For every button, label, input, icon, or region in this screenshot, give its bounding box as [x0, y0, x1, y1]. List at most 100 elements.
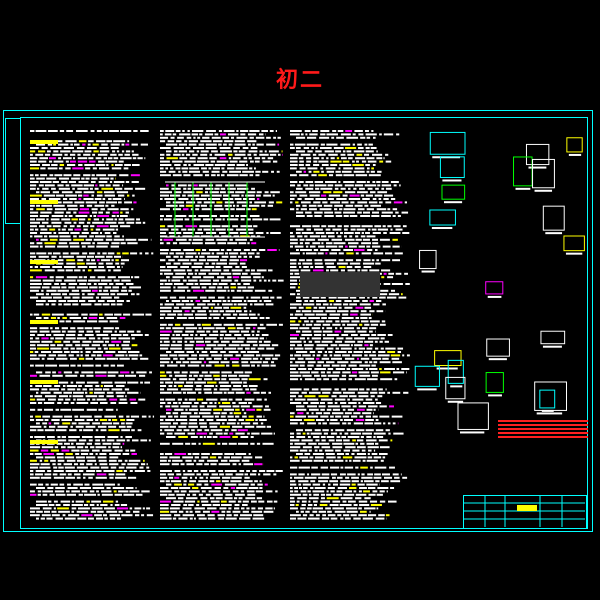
note-text	[210, 306, 214, 309]
note-text	[348, 187, 351, 190]
note-text	[35, 364, 44, 367]
note-text	[198, 259, 206, 262]
note-text	[301, 391, 307, 394]
note-text	[318, 160, 329, 163]
note-text	[348, 364, 357, 367]
note-text	[270, 191, 280, 194]
note-text	[188, 238, 192, 241]
note-text	[223, 391, 227, 394]
note-text	[204, 191, 208, 194]
detail-label	[515, 187, 531, 190]
note-text	[160, 323, 167, 326]
note-text	[344, 300, 352, 302]
note-text	[314, 449, 318, 452]
note-text	[263, 408, 271, 411]
note-text	[379, 238, 390, 241]
note-text	[355, 317, 360, 319]
note-text	[53, 422, 60, 425]
note-text	[94, 514, 102, 517]
note-text	[294, 272, 300, 275]
note-text	[36, 517, 39, 520]
note-text	[185, 408, 188, 411]
note-text	[235, 398, 243, 401]
note-text	[223, 337, 236, 340]
note-text	[127, 194, 130, 197]
note-text	[373, 412, 374, 415]
note-text	[377, 334, 386, 336]
note-text	[54, 283, 59, 285]
note-text	[36, 504, 48, 506]
note-text	[89, 313, 98, 316]
note-text	[212, 228, 215, 231]
note-text	[88, 337, 96, 340]
note-text	[129, 470, 133, 472]
note-text	[197, 398, 204, 401]
note-text	[192, 453, 200, 455]
note-text	[124, 187, 133, 190]
note-text	[300, 317, 307, 319]
note-text	[40, 238, 48, 241]
note-text	[266, 347, 275, 350]
note-text	[347, 269, 356, 272]
note-text	[219, 425, 230, 428]
note-text	[174, 351, 185, 353]
note-text	[380, 289, 389, 292]
note-text	[227, 276, 232, 279]
note-text	[212, 330, 219, 333]
note-text	[262, 361, 269, 364]
note-text	[334, 388, 339, 391]
note-text	[83, 191, 95, 194]
note-text	[83, 317, 88, 319]
note-text	[30, 242, 35, 245]
note-text	[166, 157, 178, 160]
note-text	[48, 235, 59, 238]
note-text	[250, 147, 258, 149]
note-text	[43, 194, 56, 197]
note-text	[74, 269, 81, 272]
note-text	[317, 238, 329, 241]
note-text	[236, 136, 248, 139]
note-text	[233, 249, 242, 251]
note-text	[225, 334, 232, 336]
note-text	[178, 150, 187, 153]
note-text	[201, 371, 208, 374]
note-text	[132, 510, 140, 513]
note-text	[116, 408, 118, 411]
note-text	[76, 225, 81, 228]
note-text	[149, 371, 152, 374]
note-text	[53, 466, 58, 469]
note-text	[108, 473, 115, 476]
note-text	[185, 303, 195, 306]
note-text	[30, 449, 39, 452]
note-text	[329, 303, 333, 306]
note-text	[188, 272, 194, 275]
note-text	[290, 283, 298, 285]
note-text	[118, 153, 123, 156]
note-text	[343, 493, 355, 496]
note-text	[376, 293, 388, 296]
note-text	[213, 374, 220, 377]
note-text	[322, 334, 326, 336]
note-text	[299, 371, 310, 374]
note-text	[298, 164, 304, 166]
note-text	[30, 347, 37, 350]
note-text	[160, 317, 164, 319]
note-text	[376, 436, 384, 438]
note-text	[61, 327, 68, 330]
note-text	[34, 228, 39, 231]
note-text	[78, 385, 82, 387]
detail-label	[536, 412, 563, 415]
note-text	[168, 415, 173, 418]
note-text	[36, 143, 46, 146]
note-text	[350, 361, 362, 364]
note-text	[160, 136, 169, 139]
note-text	[139, 466, 144, 469]
note-text	[359, 296, 365, 299]
note-text	[160, 517, 172, 520]
note-text	[61, 228, 66, 231]
note-text	[346, 323, 358, 326]
note-text	[318, 306, 326, 309]
note-text	[68, 354, 74, 357]
note-text	[125, 218, 135, 221]
note-text	[52, 181, 59, 183]
